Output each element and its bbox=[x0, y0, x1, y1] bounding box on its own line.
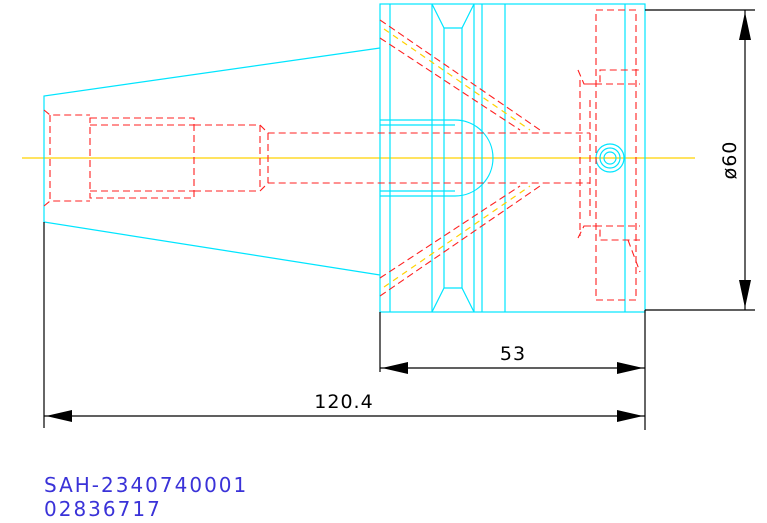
angled-channels bbox=[379, 19, 541, 297]
dimension-total-length: 120.4 bbox=[43, 222, 645, 428]
internal-bore bbox=[43, 80, 591, 236]
flange-body bbox=[379, 3, 646, 313]
taper-shank bbox=[43, 47, 381, 276]
part-number-label: SAH-2340740001 bbox=[44, 473, 249, 497]
dimension-flange-length-label: 53 bbox=[500, 343, 526, 365]
face-screws bbox=[577, 9, 641, 301]
dimension-diameter-label: ø60 bbox=[719, 141, 741, 180]
dimension-flange-length: 53 bbox=[379, 312, 645, 374]
dimension-total-length-label: 120.4 bbox=[314, 391, 373, 413]
dimension-diameter: ø60 bbox=[645, 9, 755, 311]
code-label: 02836717 bbox=[44, 497, 162, 521]
